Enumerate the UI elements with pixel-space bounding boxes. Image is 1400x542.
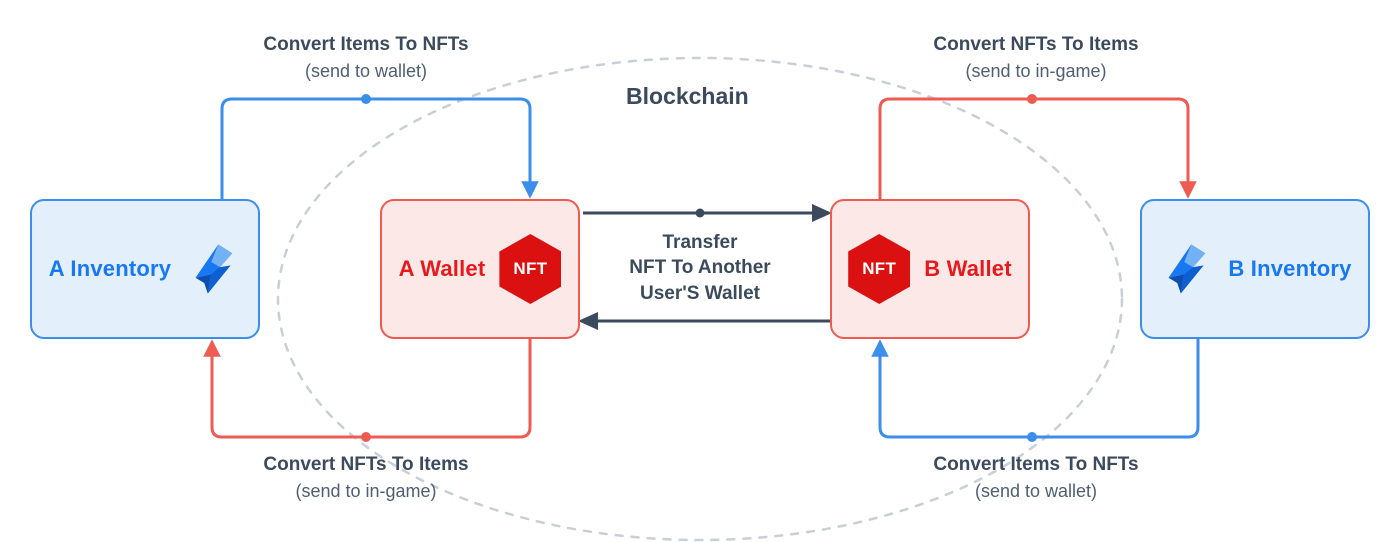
node-a-wallet-label: A Wallet (398, 256, 486, 281)
caption-top-right-title: Convert NFTs To Items (933, 34, 1139, 55)
connector-dot-top-right (1027, 94, 1037, 104)
caption-bottom-right-subtitle: (send to wallet) (974, 480, 1098, 501)
transfer-label-line-2: NFT To Another (629, 257, 771, 279)
transfer-dot (695, 208, 705, 218)
node-b-inventory[interactable]: B Inventory (1140, 199, 1370, 339)
connector-dot-top-left (361, 94, 371, 104)
transfer-label: Transfer NFT To Another User'S Wallet (600, 230, 800, 306)
lightning-bolt-icon (1168, 244, 1206, 294)
blockchain-title: Blockchain (626, 83, 749, 109)
nft-badge-label: NFT (513, 259, 548, 278)
node-a-inventory-label: A Inventory (48, 256, 172, 281)
lightning-bolt-icon (195, 244, 233, 294)
caption-top-right-subtitle: (send to in-game) (965, 60, 1107, 81)
transfer-label-line-3: User'S Wallet (640, 282, 760, 304)
node-a-wallet[interactable]: A Wallet NFT (380, 199, 580, 339)
transfer-label-line-1: Transfer (662, 232, 738, 253)
caption-top-right: Convert NFTs To Items (send to in-game) (896, 33, 1176, 82)
caption-bottom-left-title: Convert NFTs To Items (263, 454, 469, 475)
connector-b-inventory-to-b-wallet (871, 339, 1200, 439)
caption-bottom-left: Convert NFTs To Items (send to in-game) (226, 453, 506, 502)
caption-bottom-left-subtitle: (send to in-game) (295, 480, 437, 501)
node-b-wallet-label: B Wallet (924, 256, 1012, 281)
connector-dot-bottom-right (1027, 432, 1037, 442)
connector-a-wallet-to-a-inventory (203, 339, 532, 439)
connector-dot-bottom-left (361, 432, 371, 442)
blockchain-boundary-ellipse (276, 56, 1124, 542)
node-b-inventory-label: B Inventory (1228, 256, 1352, 281)
nft-badge-label: NFT (862, 259, 897, 278)
connector-b-wallet-to-b-inventory (878, 97, 1197, 199)
caption-top-left: Convert Items To NFTs (send to wallet) (226, 33, 506, 82)
caption-top-left-subtitle: (send to wallet) (304, 60, 428, 81)
connector-a-inventory-to-a-wallet (220, 97, 539, 199)
node-a-inventory[interactable]: A Inventory (30, 199, 260, 339)
caption-bottom-right: Convert Items To NFTs (send to wallet) (896, 453, 1176, 502)
nft-hexagon-icon: NFT (499, 234, 562, 304)
node-b-wallet[interactable]: NFT B Wallet (830, 199, 1030, 339)
nft-hexagon-icon: NFT (848, 234, 911, 304)
caption-bottom-right-title: Convert Items To NFTs (933, 454, 1139, 475)
caption-top-left-title: Convert Items To NFTs (263, 34, 469, 55)
